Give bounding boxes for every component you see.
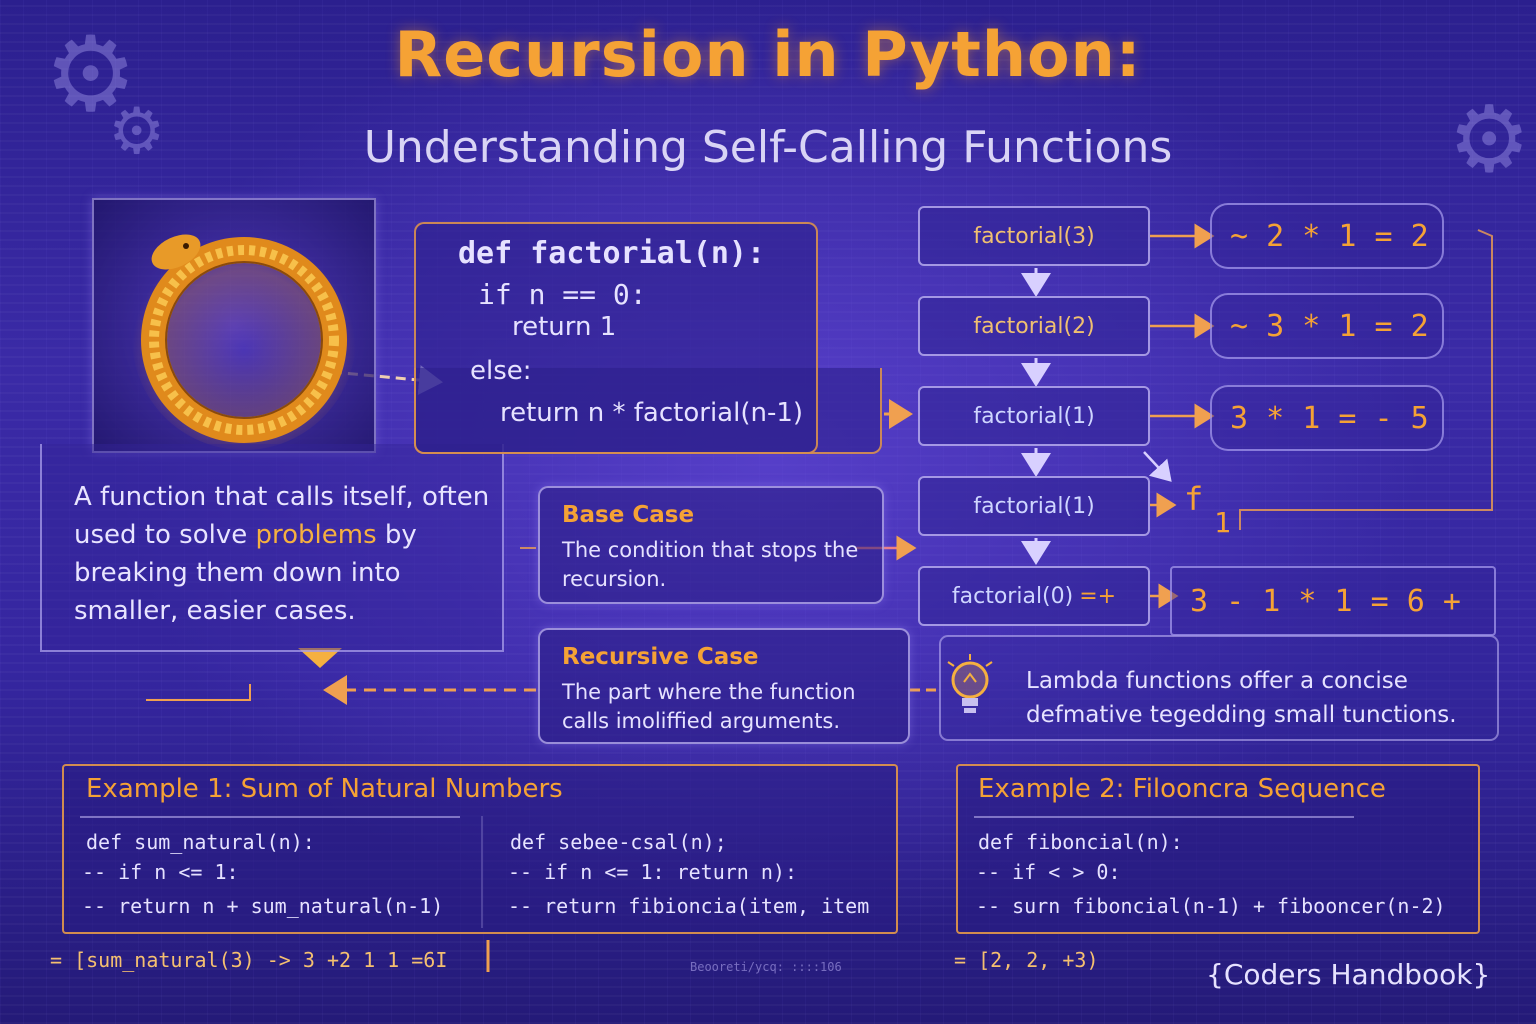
call-arrow-label: =+ bbox=[1079, 583, 1117, 609]
example1-underline bbox=[80, 816, 460, 818]
call-factorial-3: factorial(3) bbox=[918, 206, 1150, 266]
code-line-else: else: bbox=[470, 356, 532, 386]
example1-code-line-right: -- return fibioncia(item, item bbox=[508, 894, 870, 918]
lambda-note-text: Lambda functions offer a concise defmati… bbox=[1026, 668, 1457, 728]
page-title: Recursion in Python: bbox=[394, 18, 1142, 91]
side-value: 1 bbox=[1214, 506, 1231, 539]
page-subtitle: Understanding Self-Calling Functions bbox=[363, 122, 1173, 173]
example1-code-line: -- if n <= 1: bbox=[82, 860, 239, 884]
gear-icon: ⚙ bbox=[1448, 86, 1531, 193]
call-factorial-0: factorial(0) =+ bbox=[918, 566, 1150, 626]
result-box: ~ 3 * 1 = 2 bbox=[1210, 293, 1444, 359]
side-label: f bbox=[1184, 480, 1204, 518]
recursive-case-box: Recursive Case The part where the functi… bbox=[538, 628, 910, 744]
ouroboros-image bbox=[92, 198, 376, 453]
definition-text: A function that calls itself, often used… bbox=[74, 482, 490, 626]
example2-code-line: -- if < > 0: bbox=[976, 860, 1121, 884]
call-factorial-1: factorial(1) bbox=[918, 386, 1150, 446]
definition-box bbox=[40, 444, 504, 652]
example1-output: = [sum_natural(3) -> 3 +2 1 1 =6I bbox=[50, 948, 448, 972]
example2-code-line: -- surn fiboncial(n-1) + fibooncer(n-2) bbox=[976, 894, 1446, 918]
code-line-if: if n == 0: bbox=[478, 278, 647, 311]
result-box: ~ 2 * 1 = 2 bbox=[1210, 203, 1444, 269]
base-case-title: Base Case bbox=[562, 502, 695, 528]
example2-box bbox=[956, 764, 1480, 934]
result-box: 3 - 1 * 1 = 6 + bbox=[1170, 566, 1496, 636]
gear-icon: ⚙ bbox=[108, 95, 166, 169]
recursive-case-body: The part where the function calls imolif… bbox=[562, 680, 856, 733]
example2-underline bbox=[974, 816, 1354, 818]
example1-code-line: -- return n + sum_natural(n-1) bbox=[82, 894, 444, 918]
recursive-case-title: Recursive Case bbox=[562, 644, 759, 670]
call-factorial-0-label: factorial(0) bbox=[951, 583, 1074, 609]
example1-code-line-right: -- if n <= 1: return n): bbox=[508, 860, 797, 884]
example1-box bbox=[62, 764, 898, 934]
example1-code-line: def sum_natural(n): bbox=[86, 830, 315, 854]
example1-title: Example 1: Sum of Natural Numbers bbox=[86, 774, 563, 804]
gear-icon: ⚙ bbox=[44, 13, 138, 135]
example1-code-line-right: def sebee-csal(n); bbox=[510, 830, 727, 854]
example2-code-line: def fiboncial(n): bbox=[978, 830, 1183, 854]
code-line-def: def factorial(n): bbox=[458, 236, 766, 271]
lightbulb-icon bbox=[944, 652, 996, 728]
base-case-body: The condition that stops the recursion. bbox=[562, 538, 859, 591]
base-case-box: Base Case The condition that stops the r… bbox=[538, 486, 884, 604]
code-line-return-base: return 1 bbox=[512, 312, 617, 342]
code-line-return-recursive: return n * factorial(n-1) bbox=[500, 398, 804, 428]
code-box bbox=[414, 222, 818, 454]
example2-title: Example 2: Filooncra Sequence bbox=[978, 774, 1386, 804]
call-factorial-2: factorial(2) bbox=[918, 296, 1150, 356]
example2-output: = [2, 2, +3) bbox=[954, 948, 1099, 972]
brand-label: {Coders Handbook} bbox=[1206, 958, 1491, 991]
example1-noise: Beooreti/ycq: ::::106 bbox=[690, 960, 842, 974]
ouroboros-snake-icon bbox=[132, 226, 356, 450]
call-factorial-1b: factorial(1) bbox=[918, 476, 1150, 536]
result-box: 3 * 1 = - 5 bbox=[1210, 385, 1444, 451]
